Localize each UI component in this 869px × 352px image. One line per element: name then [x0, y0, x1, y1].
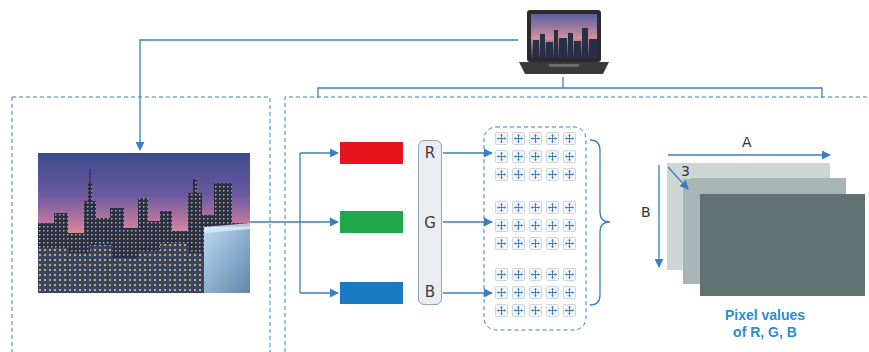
laptop-icon — [519, 10, 609, 74]
merge-bracket — [590, 140, 610, 305]
pixel-grid — [495, 268, 580, 322]
left-region — [12, 97, 270, 352]
split-wire — [299, 153, 300, 293]
laptop-to-photo — [140, 40, 518, 150]
arrow-blue — [300, 292, 338, 293]
width-arrow — [668, 154, 830, 155]
arrow-g-grid — [443, 221, 492, 222]
blue-channel-bar — [340, 282, 403, 304]
arrow-red — [300, 152, 338, 153]
channel-letter: G — [424, 214, 436, 232]
laptop-stem — [562, 77, 563, 88]
photo-wire — [250, 221, 300, 222]
dimension-label: B — [640, 204, 652, 220]
dimension-label: A — [741, 134, 753, 150]
dimension-arrow — [659, 155, 830, 267]
layer — [700, 194, 865, 296]
channel-layers — [667, 163, 865, 296]
pixel-grid — [495, 201, 580, 255]
caption-label: Pixel values of R, G, B — [719, 307, 811, 341]
arrow-b-grid — [443, 292, 492, 293]
left-region-edge — [12, 97, 13, 352]
city-photo — [38, 153, 250, 293]
arrow-green — [300, 221, 338, 222]
channel-letter: B — [425, 283, 435, 301]
pixel-grid — [495, 132, 580, 186]
height-arrow — [658, 165, 659, 267]
channel-letter: R — [425, 144, 435, 162]
arrow-r-grid — [443, 152, 492, 153]
green-channel-bar — [340, 211, 403, 233]
red-channel-bar — [340, 142, 403, 164]
channel-box: R G B — [418, 140, 442, 305]
dimension-label: 3 — [680, 163, 691, 179]
top-bracket — [318, 88, 822, 98]
pixel-group — [484, 127, 586, 330]
right-region — [285, 97, 869, 352]
